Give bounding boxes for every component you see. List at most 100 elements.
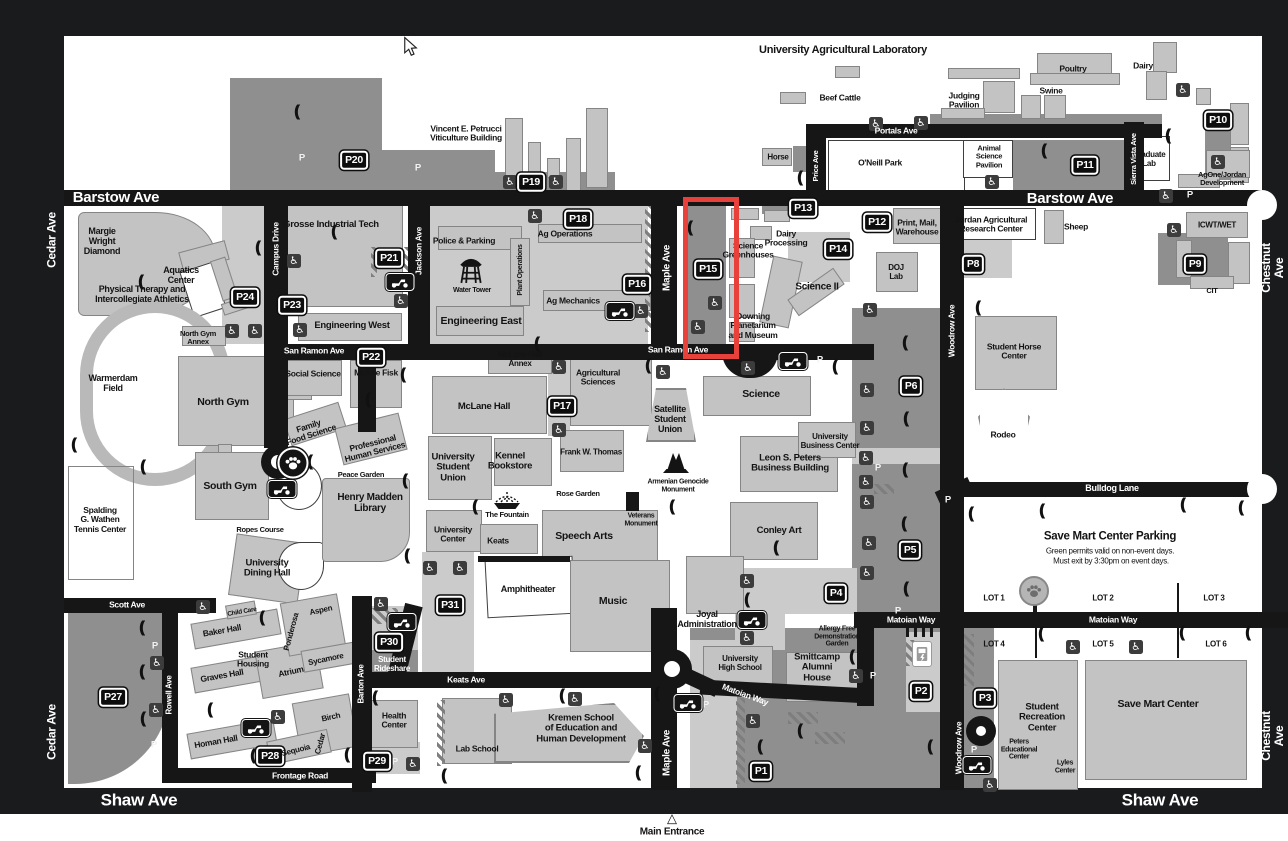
emergency-phone-icon: (	[294, 103, 300, 120]
map-label: Barstow Ave	[72, 188, 160, 206]
map-label: Ag Operations	[537, 228, 593, 239]
map-label: Speech Arts	[555, 530, 613, 543]
mouse-cursor-icon	[403, 36, 418, 58]
wheelchair-accessible-icon: ♿	[149, 703, 163, 717]
parking-sign-p20: P20	[340, 150, 368, 170]
bulldog-paw-icon	[277, 447, 309, 479]
wheelchair-accessible-icon: ♿	[423, 561, 437, 575]
map-label: Bulldog Lane	[1085, 483, 1139, 494]
hatch-strip	[645, 202, 652, 332]
map-label: Rose Garden	[556, 488, 600, 498]
wheelchair-accessible-icon: ♿	[708, 296, 722, 310]
emergency-phone-icon: (	[901, 515, 907, 532]
map-label: Water Tower	[453, 287, 491, 295]
wheelchair-accessible-icon: ♿	[634, 304, 648, 318]
wheelchair-accessible-icon: ♿	[740, 631, 754, 645]
map-label: Kremen School of Education and Human Dev…	[536, 712, 626, 745]
roundabout-maple-matoian-center	[664, 661, 680, 677]
map-label: McKee Fisk	[354, 367, 398, 378]
map-label: Ropes Course	[236, 524, 284, 534]
wheelchair-accessible-icon: ♿	[196, 600, 210, 614]
map-label: University Business Center	[800, 432, 860, 450]
map-border-right	[1262, 0, 1288, 814]
map-label: Plant Operations	[517, 244, 525, 296]
emergency-phone-icon: (	[975, 299, 981, 316]
map-label: Lab School	[455, 743, 499, 754]
emergency-phone-icon: (	[902, 334, 908, 351]
map-label: Barton Ave	[356, 664, 366, 704]
map-label: Poultry	[1059, 63, 1087, 74]
swine-bldg-long	[1030, 73, 1120, 85]
university-center-bldg	[426, 510, 482, 552]
hatch-strip	[736, 698, 745, 784]
map-label: Dairy Processing	[764, 228, 808, 248]
frontage-road-road	[162, 768, 376, 783]
greenhouse-5	[729, 284, 755, 318]
map-label: Chestnut Ave	[1258, 711, 1286, 761]
parking-marker: P	[414, 162, 422, 174]
map-label: Vincent E. Petrucci Viticulture Building	[430, 123, 502, 143]
wheelchair-accessible-icon: ♿	[860, 383, 874, 397]
parking-p20-lot	[230, 78, 382, 190]
wheelchair-accessible-icon: ♿	[552, 360, 566, 374]
conley-art-bldg	[730, 502, 818, 560]
map-label: Swine	[1039, 85, 1063, 96]
map-label: Satellite Student Union	[654, 404, 686, 434]
emergency-phone-icon: (	[968, 505, 974, 522]
dairy-bldg-1	[1153, 42, 1177, 73]
parking-sign-p31: P31	[436, 595, 464, 615]
police-parking-bldg	[438, 226, 522, 250]
map-label: University Center	[433, 524, 473, 544]
parking-marker: P	[869, 670, 877, 682]
parking-marker: P	[970, 744, 978, 756]
roundabout-chestnut-barstow	[1247, 190, 1277, 220]
map-label: Save Mart Center Parking	[1043, 530, 1177, 543]
map-border-top	[0, 0, 1288, 36]
map-label: Jordan Agricultural Research Center	[954, 214, 1028, 234]
hatch-strip	[404, 247, 410, 277]
sierra-vista-ave-road	[1124, 122, 1144, 192]
emergency-phone-icon: (	[903, 410, 909, 427]
map-label: LOT 3	[1203, 593, 1225, 603]
frank-w-thomas-bldg	[560, 430, 624, 472]
dairy-bldg-2	[1146, 71, 1167, 100]
tennis-center-courts	[68, 466, 134, 580]
wheelchair-accessible-icon: ♿	[859, 451, 873, 465]
joyal-administration-bldg	[686, 556, 744, 614]
wheelchair-accessible-icon: ♿	[638, 739, 652, 753]
wheelchair-accessible-icon: ♿	[1211, 155, 1225, 169]
emergency-phone-icon: (	[1238, 499, 1244, 516]
walkway	[478, 556, 570, 562]
map-label: Lyles Center	[1054, 759, 1076, 774]
roundabout-woodrow-center	[976, 726, 986, 736]
map-label: Agricultural Sciences	[575, 367, 621, 387]
portals-ave-road	[806, 124, 1162, 138]
campus-street-stub	[358, 356, 376, 432]
petrucci-bldg-4	[566, 138, 581, 195]
map-label: San Ramon Ave	[647, 344, 709, 355]
parking-sign-p12: P12	[863, 212, 891, 232]
moped-parking-icon	[385, 273, 415, 291]
map-label: O'Neill Park	[858, 157, 902, 168]
parking-p20-east	[382, 150, 495, 190]
wheelchair-accessible-icon: ♿	[869, 117, 883, 131]
wheelchair-accessible-icon: ♿	[860, 495, 874, 509]
emergency-phone-icon: (	[1165, 127, 1171, 144]
wheelchair-accessible-icon: ♿	[860, 421, 874, 435]
map-label: Woodrow Ave	[946, 304, 957, 358]
moped-parking-icon	[241, 719, 271, 737]
map-label: Matoian Way	[886, 614, 936, 625]
kennel-bookstore-bldg	[494, 438, 552, 486]
henry-madden-library-bldg	[322, 478, 410, 562]
bulldog-lane-road	[956, 482, 1262, 497]
armenian-genocide-monument-icon	[661, 449, 691, 475]
map-label: Science II	[795, 281, 839, 293]
emergency-phone-icon: (	[365, 391, 371, 408]
maple-ave-south-road	[651, 608, 677, 790]
map-label: Warmerdam Field	[88, 373, 138, 393]
emergency-phone-icon: (	[635, 764, 641, 781]
hatch-strip	[371, 247, 377, 277]
matoian-way-east-road	[854, 612, 1288, 628]
petrucci-bldg-1	[505, 118, 523, 178]
moped-parking-icon	[737, 611, 767, 629]
